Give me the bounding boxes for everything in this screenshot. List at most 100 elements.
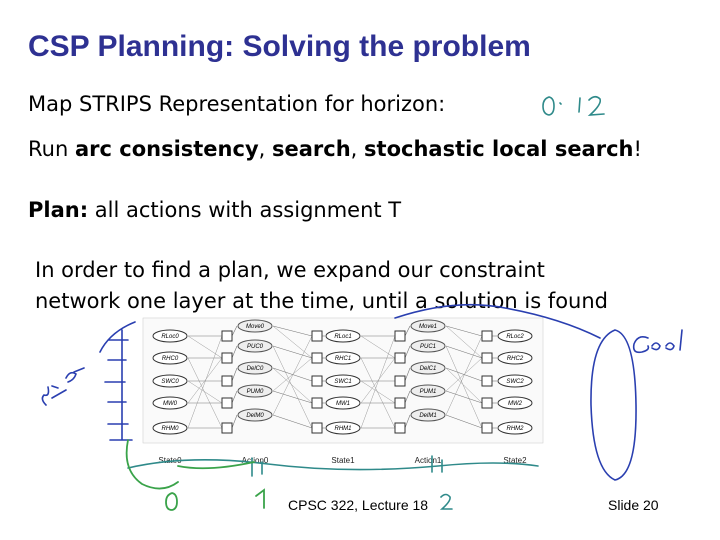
constraint-box: [221, 375, 233, 387]
network-edge: [445, 325, 483, 359]
state-node: [152, 396, 188, 410]
goal-oval-icon: [590, 329, 637, 481]
network-edge: [445, 367, 483, 404]
layer-label: Action0: [242, 456, 269, 465]
network-edge: [360, 380, 396, 404]
network-edge: [404, 367, 411, 382]
network-edge: [187, 357, 223, 404]
network-edge: [272, 414, 313, 429]
constraint-box: [221, 330, 233, 342]
network-nodes: RLoc0RHC0SWC0MW0RHM0Move0PUC0DelC0PUM0De…: [152, 319, 533, 435]
network-edge: [231, 367, 238, 382]
constraint-box: [481, 352, 493, 364]
start-bracket-icon: [99, 321, 136, 441]
network-edge: [272, 325, 313, 359]
constraint-box: [481, 397, 493, 409]
state-node: [152, 421, 188, 435]
constraint-box: [221, 352, 233, 364]
handwritten-bottom-zero-icon: [165, 492, 178, 511]
node-label: RHM0: [161, 426, 179, 432]
network-edges: [187, 325, 497, 429]
action-node: [410, 408, 446, 422]
node-label: SWC2: [506, 379, 524, 385]
network-edge: [445, 414, 483, 429]
constraint-box: [394, 397, 406, 409]
network-edge: [445, 390, 483, 404]
node-label: RHC2: [507, 356, 524, 362]
node-label: PUM1: [420, 389, 437, 395]
footer-course: CPSC 322, Lecture 18: [288, 497, 429, 513]
footer-slide-number: Slide 20: [608, 497, 659, 513]
network-edge: [445, 345, 483, 359]
network-edge: [404, 414, 411, 429]
network-edge: [360, 335, 396, 359]
constraint-box: [394, 330, 406, 342]
layer-label: State0: [158, 456, 182, 465]
constraint-box: [221, 422, 233, 434]
node-label: RHM1: [334, 426, 351, 432]
network-edge: [445, 345, 483, 429]
run-end: !: [633, 137, 642, 161]
run-line: Run arc consistency, search, stochastic …: [28, 137, 642, 161]
network-edge: [272, 367, 313, 404]
para-line-1: In order to find a plan, we expand our c…: [35, 258, 545, 282]
action-node: [237, 361, 273, 375]
network-edge: [272, 390, 313, 404]
node-label: DelC0: [247, 366, 264, 372]
network-edge: [404, 390, 411, 404]
network-edge: [272, 325, 313, 337]
state-node: [152, 329, 188, 343]
node-label: RLoc2: [506, 334, 524, 340]
constraint-box: [394, 422, 406, 434]
handwritten-bottom-one-icon: [255, 488, 265, 509]
handwritten-slash-icon: [559, 97, 581, 113]
state-node: [325, 396, 361, 410]
separator-1: ,: [258, 137, 272, 161]
node-label: PUC0: [247, 344, 264, 350]
node-label: MW0: [163, 401, 178, 407]
state-node: [152, 351, 188, 365]
network-edge: [187, 357, 223, 429]
horizon-text: Map STRIPS Representation for horizon:: [28, 92, 446, 116]
layer-label: Action1: [415, 456, 442, 465]
constraint-box: [481, 422, 493, 434]
constraint-box: [311, 397, 323, 409]
action-node: [410, 384, 446, 398]
network-edge: [360, 357, 396, 404]
slide-title: CSP Planning: Solving the problem: [28, 30, 531, 63]
constraint-box: [311, 375, 323, 387]
plan-label: Plan:: [28, 198, 89, 222]
constraint-box: [481, 330, 493, 342]
action-node: [237, 384, 273, 398]
action-node: [237, 408, 273, 422]
node-label: MW1: [336, 401, 350, 407]
node-label: SWC1: [334, 379, 351, 385]
handwritten-goal-icon: [632, 329, 683, 354]
network-edge: [187, 335, 223, 429]
network-edge: [445, 357, 483, 392]
handwritten-zero-icon: [542, 96, 555, 116]
network-edge: [360, 335, 396, 429]
node-label: RLoc1: [334, 334, 351, 340]
green-brace-icon: [125, 439, 255, 490]
node-label: DelM0: [246, 413, 264, 419]
network-edge: [272, 357, 313, 392]
network-edge: [231, 325, 238, 337]
node-label: RHM2: [506, 426, 524, 432]
network-edge: [187, 380, 223, 404]
network-edge: [272, 345, 313, 429]
node-label: Move0: [246, 324, 265, 330]
network-edge: [231, 414, 238, 429]
network-edge: [272, 335, 313, 416]
network-edge: [360, 357, 396, 429]
network-edge: [445, 335, 483, 416]
node-label: PUC1: [420, 344, 436, 350]
plan-text: all actions with assignment T: [88, 198, 402, 222]
network-edge: [231, 390, 238, 404]
state-node: [497, 351, 533, 365]
search-text: search: [272, 137, 351, 161]
timeline-curve-icon: [127, 459, 539, 471]
horizon-line: Map STRIPS Representation for horizon:: [28, 92, 445, 116]
state-node: [325, 351, 361, 365]
